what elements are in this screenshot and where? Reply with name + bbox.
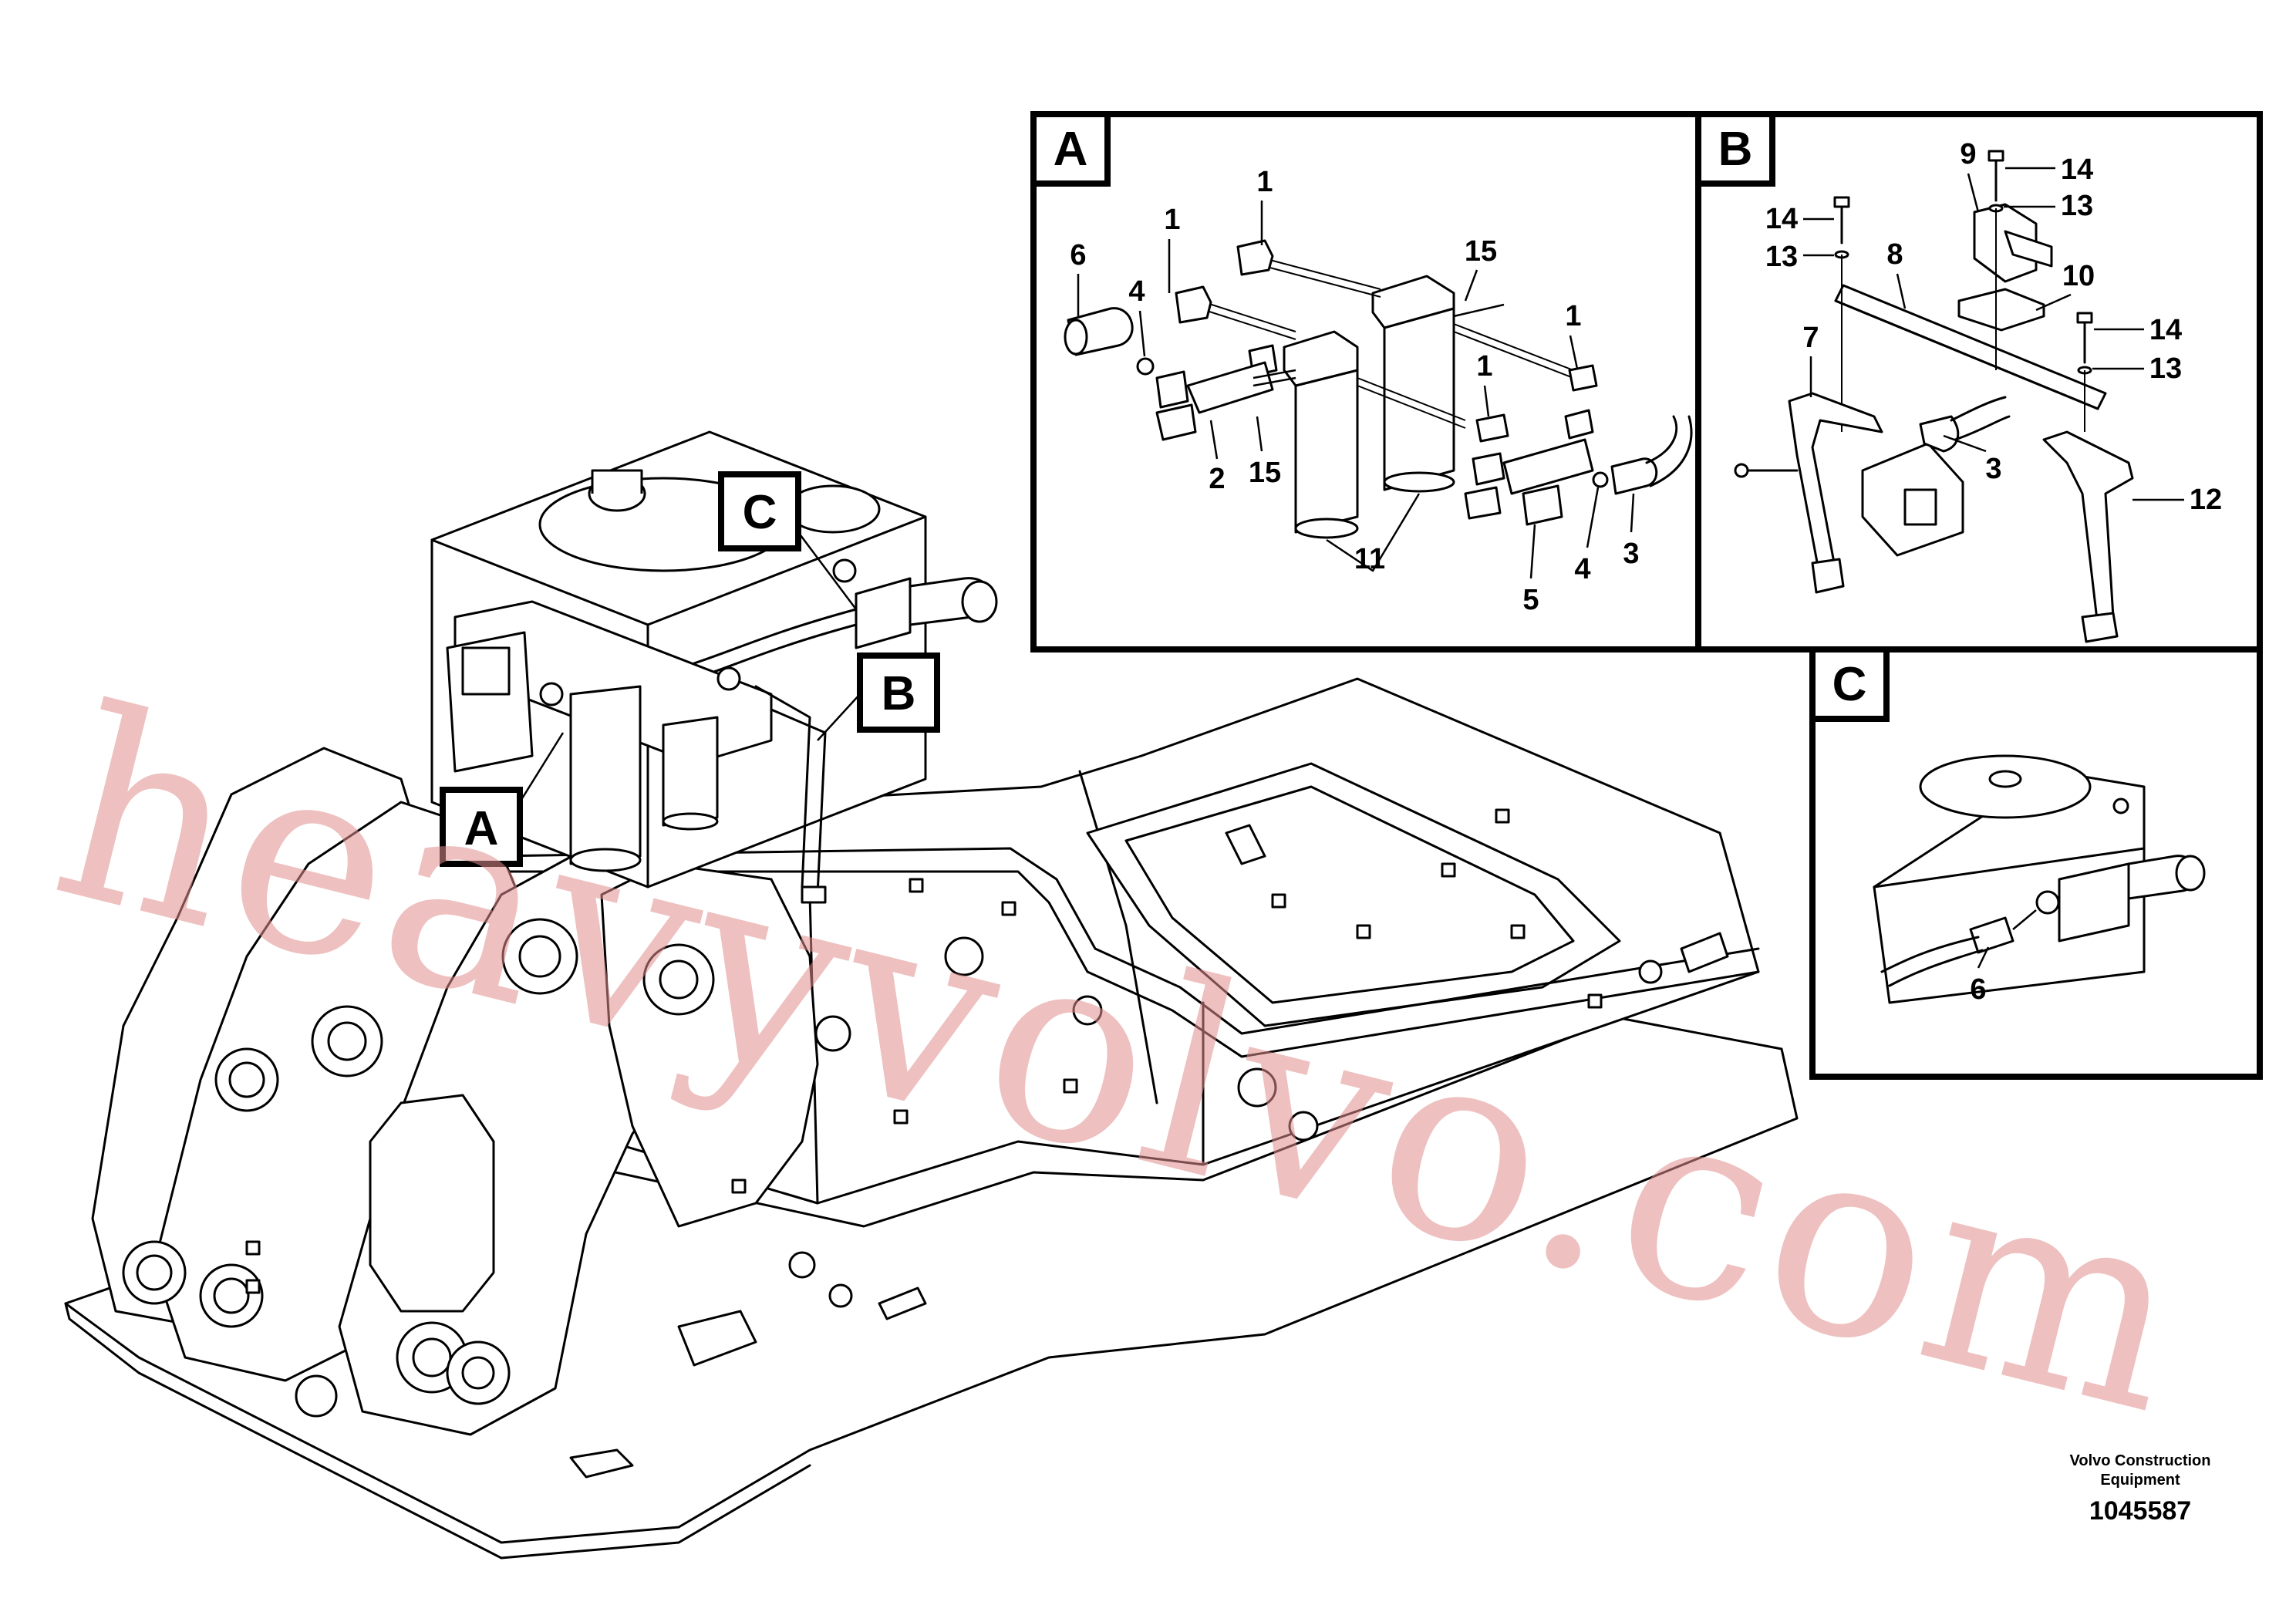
detail-b-drawing (1734, 150, 2134, 643)
callout-number: 14 (2061, 153, 2093, 186)
detail-a-drawing (1064, 239, 1693, 572)
panel-c-callouts: 6 (1970, 946, 1990, 1006)
callout-number: 13 (1765, 241, 1798, 273)
panel-tag-c: C (1809, 646, 1890, 722)
panel-b-callouts: 9 14 13 14 13 8 10 14 13 7 3 12 (1765, 138, 2222, 516)
drawing-number: 1045587 (2089, 1496, 2191, 1526)
callout-number: 6 (1970, 973, 1986, 1006)
callout-tag-b-main[interactable]: B (857, 653, 940, 733)
panel-a-callouts: 1 1 1 1 6 4 15 2 15 11 5 4 3 (1070, 166, 1639, 616)
callout-number: 1 (1164, 204, 1180, 236)
callout-number: 14 (1765, 203, 1798, 235)
callout-number: 15 (1465, 235, 1497, 268)
callout-tag-c-main-text: C (743, 486, 777, 539)
company-name-line2: Equipment (2100, 1472, 2180, 1489)
svg-text:A: A (1054, 123, 1088, 176)
callout-number: 11 (1354, 543, 1385, 575)
detail-frame-b (1695, 111, 2263, 653)
callout-tag-a-main[interactable]: A (440, 787, 523, 867)
callout-tag-c-main[interactable]: C (718, 471, 801, 551)
title-block: Volvo Construction Equipment 1045587 (2070, 1452, 2211, 1526)
callout-number: 3 (1985, 453, 2001, 485)
callout-number: 4 (1574, 553, 1590, 585)
callout-number: 6 (1070, 239, 1086, 271)
callout-tag-a-main-text: A (464, 802, 499, 855)
callout-number: 8 (1886, 238, 1903, 271)
panel-tag-b: B (1695, 111, 1775, 187)
callout-tag-b-main-text: B (882, 667, 916, 720)
callout-number: 4 (1128, 275, 1145, 308)
callout-number: 13 (2061, 190, 2093, 222)
callout-number: 14 (2149, 314, 2182, 346)
svg-text:B: B (1718, 123, 1753, 176)
callout-number: 10 (2062, 260, 2095, 292)
callout-number: 5 (1522, 584, 1539, 616)
callout-number: 1 (1476, 350, 1492, 383)
chassis-frame-drawing (64, 677, 1799, 1560)
callout-number: 9 (1960, 138, 1976, 170)
callout-number: 7 (1802, 322, 1819, 354)
callout-number: 12 (2190, 484, 2222, 516)
svg-text:C: C (1832, 658, 1867, 711)
detail-c-drawing (1873, 754, 2206, 1004)
callout-number: 3 (1623, 538, 1639, 570)
filter-assembly-drawing (446, 600, 827, 904)
callout-number: 1 (1565, 300, 1581, 332)
panel-tag-a: A (1030, 111, 1111, 187)
callout-number: 15 (1249, 457, 1281, 489)
callout-number: 2 (1209, 463, 1225, 495)
callout-number: 13 (2149, 352, 2182, 385)
company-name-line1: Volvo Construction (2070, 1452, 2211, 1469)
callout-number: 1 (1256, 166, 1273, 198)
